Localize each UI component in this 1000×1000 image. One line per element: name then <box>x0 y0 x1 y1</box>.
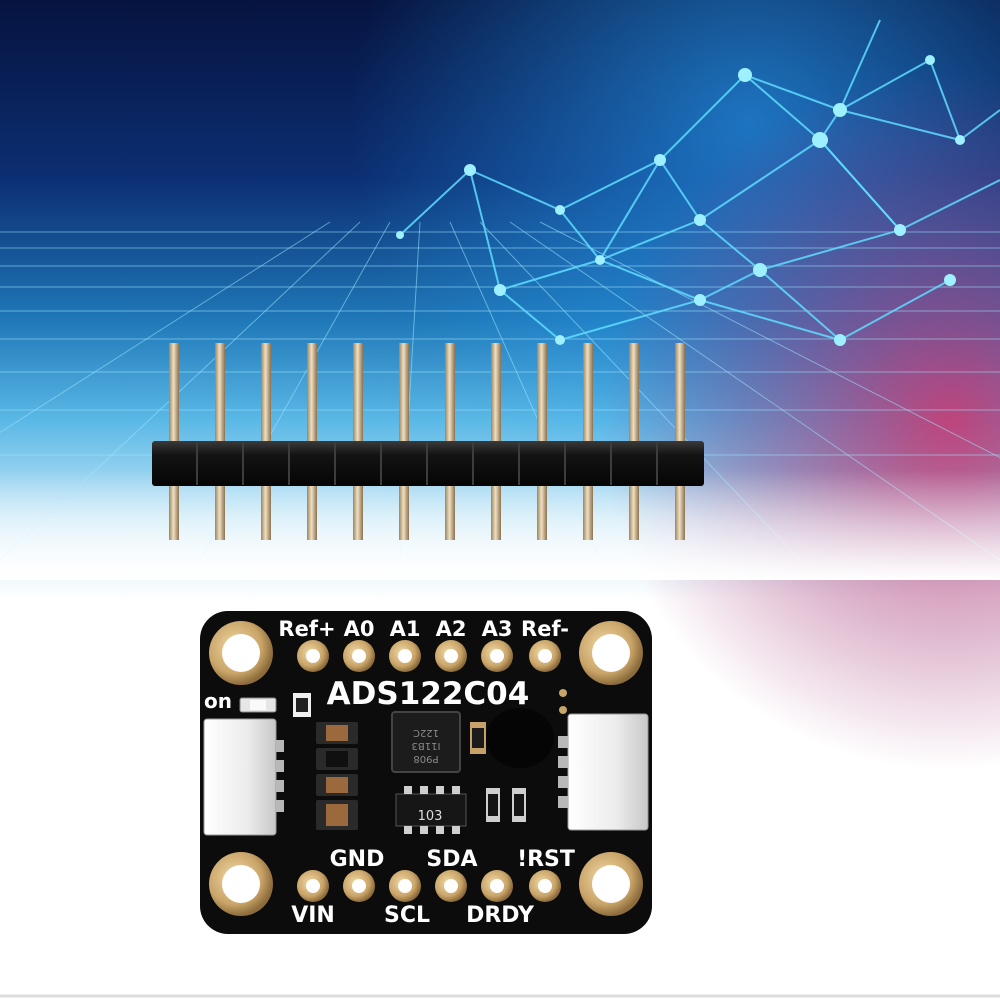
chip-name-silkscreen: ADS122C04 <box>327 676 530 712</box>
pad-hole <box>444 649 458 663</box>
pad-hole <box>490 649 504 663</box>
bottom-pin-pads <box>297 870 561 902</box>
resistor-network: 103 <box>395 786 467 834</box>
top-pin-pads <box>297 640 561 672</box>
glob-top-epoxy <box>486 708 554 768</box>
top-pin-label: A0 <box>344 617 375 641</box>
pad-hole <box>490 879 504 893</box>
pin-label-drdy: DRDY <box>466 903 535 928</box>
pin-label-scl: SCL <box>384 903 430 928</box>
pin-label-gnd: GND <box>330 847 385 872</box>
ads122c04-ic: 122C I11B3 P908 <box>391 711 461 773</box>
pin-label-rst: !RST <box>517 847 575 872</box>
pad-hole <box>538 879 552 893</box>
network-nodes <box>396 55 965 346</box>
pad-hole <box>352 879 366 893</box>
resistor-code: 103 <box>418 809 443 824</box>
top-pin-label: A2 <box>436 617 467 641</box>
top-pin-label: A1 <box>390 617 421 641</box>
pad-hole <box>398 649 412 663</box>
stemma-connector-right <box>558 713 649 831</box>
top-pin-label: Ref+ <box>278 617 335 641</box>
top-pin-label: A3 <box>482 617 513 641</box>
pad-hole <box>444 879 458 893</box>
header-segments <box>196 443 658 485</box>
ic-marking-line3: P908 <box>413 753 438 764</box>
pad-hole <box>352 649 366 663</box>
power-led-label: on <box>204 689 232 713</box>
stemma-connector-left <box>203 718 284 836</box>
pin-label-sda: SDA <box>426 847 477 872</box>
pad-hole <box>306 879 320 893</box>
mounting-holes <box>209 621 643 916</box>
ic-marking-line2: I11B3 <box>412 740 441 751</box>
top-pin-label: Ref- <box>521 617 569 641</box>
pad-hole <box>538 649 552 663</box>
ic-marking-line1: 122C <box>413 727 439 738</box>
passive-components <box>293 689 567 830</box>
pad-hole <box>306 649 320 663</box>
top-pin-labels: Ref+ A0 A1 A2 A3 Ref- <box>278 617 569 641</box>
pin-label-vin: VIN <box>291 903 335 928</box>
pad-hole <box>398 879 412 893</box>
